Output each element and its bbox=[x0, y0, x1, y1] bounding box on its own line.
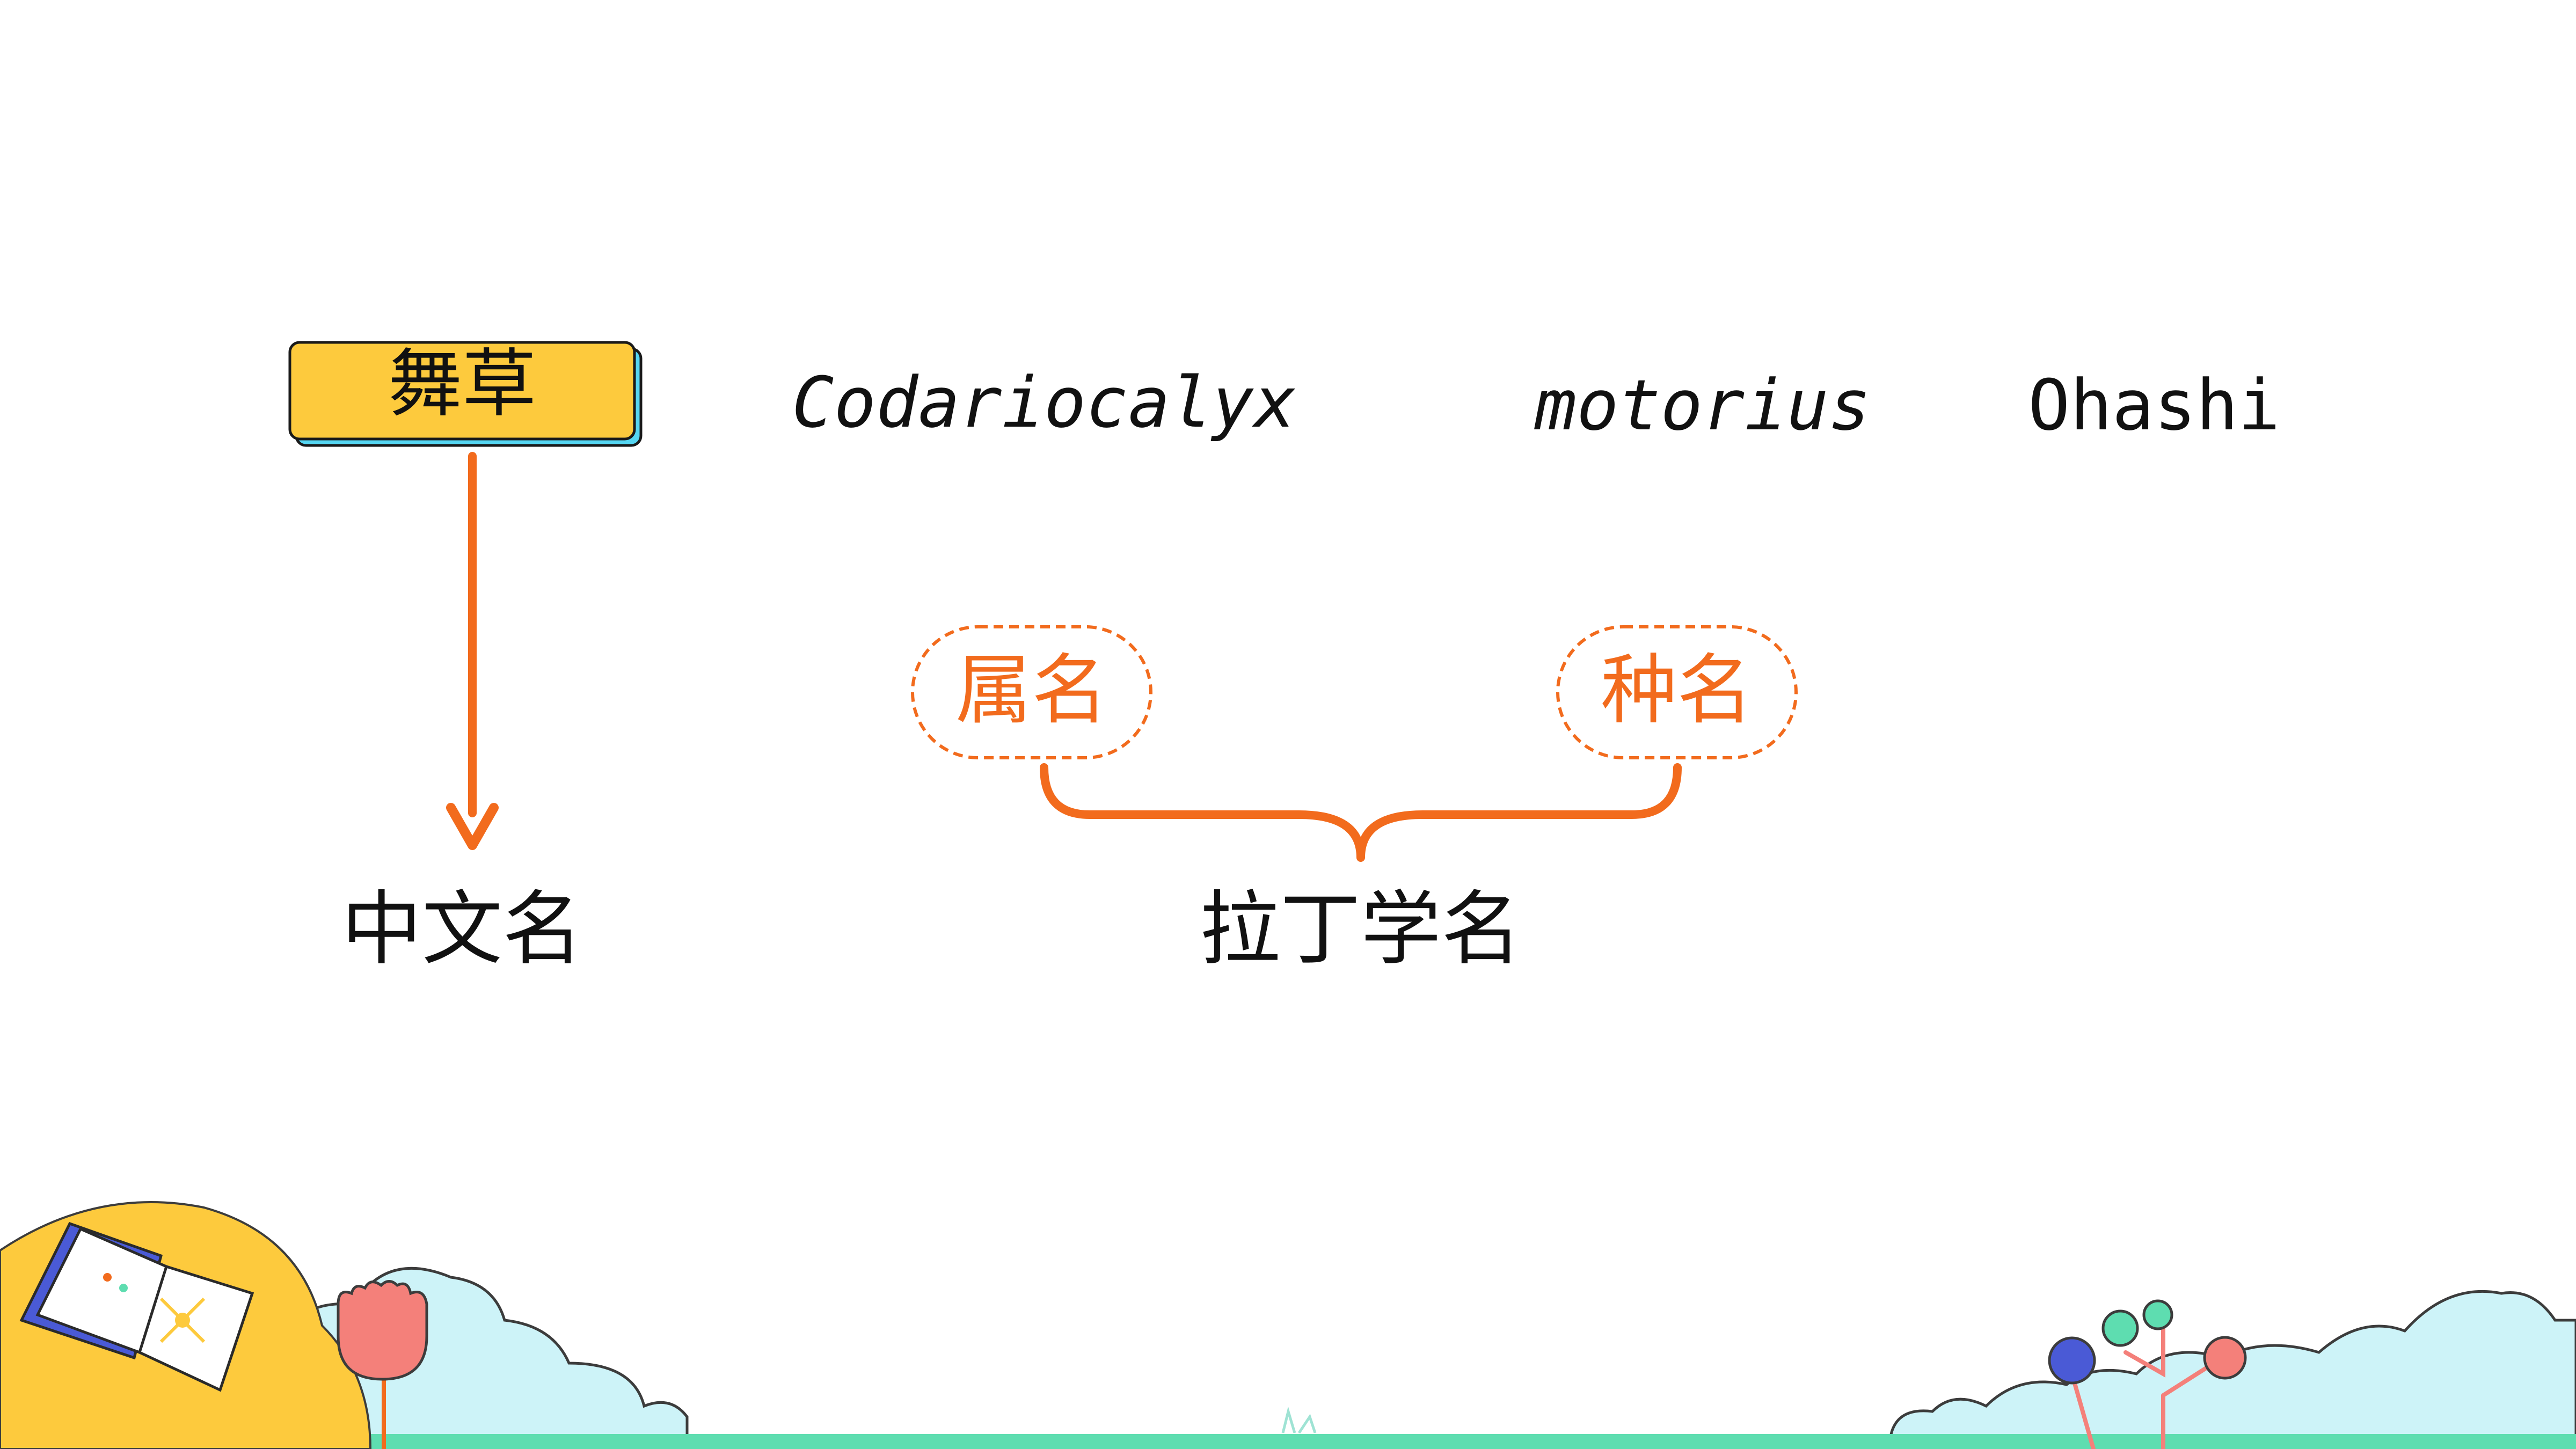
species-label-box: 种名 bbox=[1556, 625, 1798, 759]
curly-brace bbox=[1040, 763, 1682, 862]
latin-species-text: motorius bbox=[1534, 364, 1871, 446]
species-label-outline bbox=[1556, 625, 1798, 759]
chinese-name-arrow bbox=[446, 452, 499, 850]
genus-label-box: 属名 bbox=[911, 625, 1152, 759]
genus-label-text: 属名 bbox=[955, 646, 1108, 735]
chinese-name-box: 舞草 bbox=[288, 341, 643, 447]
open-book-icon bbox=[19, 1221, 254, 1392]
species-label-text: 种名 bbox=[1601, 646, 1753, 735]
arrow-head bbox=[446, 803, 499, 850]
chinese-name-label: 中文名 bbox=[341, 883, 583, 976]
scenery bbox=[0, 1201, 2576, 1449]
lollipop-tree-icon bbox=[2048, 1299, 2247, 1449]
latin-name-label: 拉丁学名 bbox=[1200, 883, 1522, 976]
ground-strip bbox=[0, 1434, 2576, 1449]
latin-genus-text: Codariocalyx bbox=[792, 362, 1296, 443]
chinese-name-box-face bbox=[288, 341, 636, 441]
chinese-name-text: 舞草 bbox=[388, 341, 536, 427]
author-text: Ohashi bbox=[2028, 364, 2280, 446]
grass-tuft bbox=[1281, 1406, 1317, 1434]
genus-label-outline bbox=[911, 625, 1152, 759]
tulip-icon bbox=[337, 1280, 428, 1449]
